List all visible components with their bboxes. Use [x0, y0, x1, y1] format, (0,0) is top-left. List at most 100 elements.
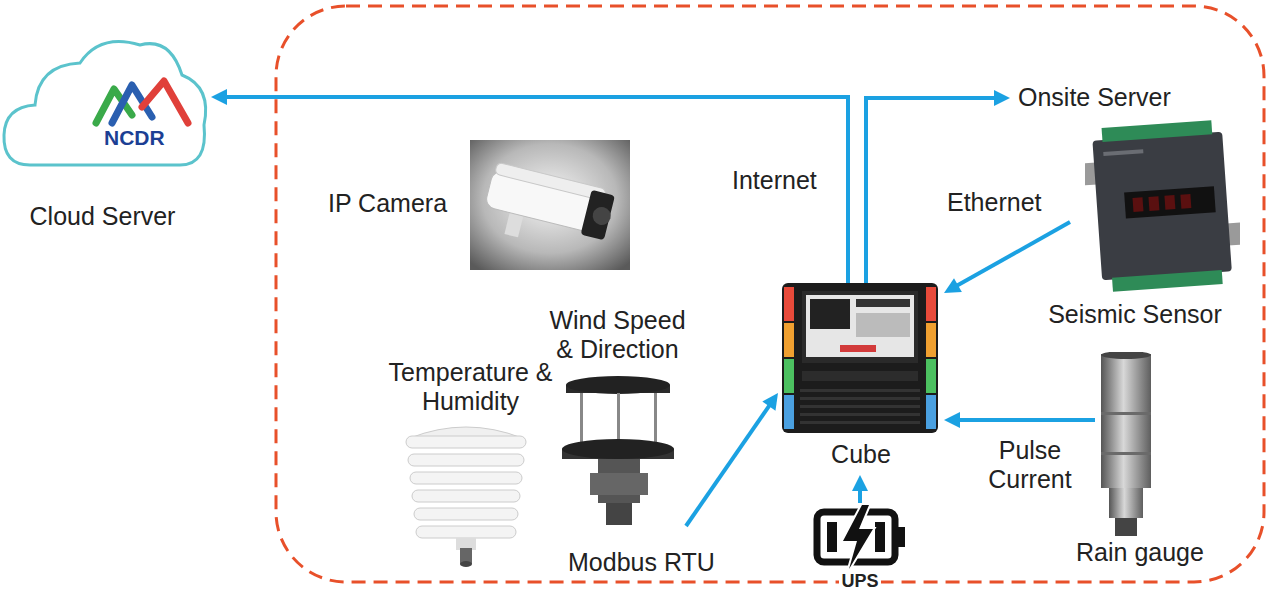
- thermo-shield-illustration-part: [460, 561, 472, 567]
- connector-arrow: [211, 89, 848, 283]
- sensor-node: Seismic Sensor: [1030, 118, 1240, 331]
- arrow-head: [762, 393, 778, 411]
- text-slot: Cube: [780, 440, 942, 469]
- node-label: IP Camera: [328, 189, 447, 218]
- cloud-illustration-part: [4, 42, 206, 165]
- text-slot: Pulse Current: [980, 436, 1080, 494]
- seismic-illustration-part: [1180, 194, 1191, 209]
- battery-illustration-part: [875, 522, 885, 552]
- text-slot: Wind Speed & Direction: [545, 306, 690, 364]
- seismic-illustration-part: [1112, 270, 1223, 292]
- cube-device-illustration-part: [800, 397, 920, 400]
- node-label: Rain gauge: [1076, 538, 1204, 567]
- seismic-illustration-part: [1148, 196, 1159, 211]
- cloud-node: NCDR Cloud Server: [0, 25, 205, 235]
- link-label: Modbus RTU: [566, 548, 717, 577]
- text-slot: IP Camera: [328, 189, 447, 218]
- seismic-illustration-part: [1092, 132, 1231, 281]
- seismic-illustration-part: [1085, 119, 1240, 292]
- node-label: Cube: [831, 440, 891, 469]
- connector-line: [955, 222, 1071, 287]
- seismic-illustration-part: [1164, 195, 1175, 210]
- rain-gauge-illustration-part: [1101, 354, 1151, 398]
- cube-device-illustration-part: [802, 291, 918, 363]
- connector-arrow: [866, 90, 1010, 283]
- thermo-shield-illustration-part: [416, 526, 516, 538]
- camera-node: IP Camera: [320, 135, 635, 275]
- thermo-shield-illustration-part: [412, 490, 520, 502]
- connector-arrow: [944, 412, 1095, 428]
- connector-arrow: [852, 475, 868, 503]
- rain-gauge-illustration-part: [1109, 488, 1143, 518]
- connector-line: [686, 403, 771, 526]
- text-slot: NCDR: [104, 126, 165, 150]
- arrow-head: [211, 89, 227, 105]
- cube-device-illustration-part: [800, 421, 920, 424]
- cube-device-illustration-part: [926, 395, 936, 429]
- anemometer-illustration-part: [606, 503, 632, 525]
- camera-illustration-part: [479, 162, 617, 258]
- rain-gauge-illustration-part: [1101, 452, 1151, 455]
- cloud-illustration: [0, 25, 215, 175]
- rain-gauge-illustration-part: [1101, 398, 1151, 488]
- connector-arrow: [686, 393, 778, 526]
- text-slot: Ethernet: [945, 188, 1044, 217]
- text-slot: Cloud Server: [0, 202, 205, 231]
- cube-device-illustration-part: [856, 313, 910, 337]
- text-slot: Internet: [730, 166, 819, 195]
- camera-illustration-part: [581, 190, 615, 240]
- battery-illustration: [812, 505, 908, 569]
- connector-line: [956, 418, 1095, 422]
- anemometer-illustration-part: [566, 376, 670, 394]
- thermo-shield-illustration-part: [410, 472, 522, 484]
- controller-node: Cube: [780, 283, 942, 473]
- cube-device-illustration-part: [784, 359, 794, 393]
- rain-gauge-illustration: [1095, 352, 1160, 538]
- node-label: Onsite Server: [1018, 83, 1171, 112]
- cube-device-illustration-part: [926, 359, 936, 393]
- cube-device-illustration-part: [810, 299, 850, 329]
- seismic-illustration-part: [1133, 197, 1144, 212]
- battery-illustration-part: [843, 505, 873, 569]
- rain-gauge-illustration-part: [1115, 518, 1137, 536]
- arrow-head: [944, 278, 962, 293]
- cube-device-illustration-part: [800, 405, 920, 408]
- dashed-region: [276, 6, 1264, 582]
- node-label: UPS: [839, 571, 880, 592]
- logo-text: NCDR: [104, 126, 165, 150]
- cube-device-illustration-part: [800, 413, 920, 416]
- anemometer-illustration: [560, 375, 678, 531]
- cloud-illustration-part: [142, 81, 188, 123]
- cube-device-illustration-part: [806, 295, 914, 357]
- link-label: Pulse Current: [980, 436, 1080, 494]
- sensor-node: Rain gauge: [1065, 352, 1215, 570]
- arrow-head: [994, 90, 1010, 106]
- node-label: Seismic Sensor: [1048, 300, 1222, 329]
- cube-device-illustration-part: [802, 371, 918, 381]
- cube-device-illustration-part: [840, 345, 876, 352]
- anemometer-illustration-part: [590, 473, 648, 495]
- node-label: Cloud Server: [30, 202, 176, 231]
- sensor-node: Wind Speed & Direction: [535, 306, 700, 534]
- sensor-node: Temperature & Humidity: [370, 358, 570, 570]
- node-label: Temperature & Humidity: [378, 358, 563, 416]
- text-slot: Seismic Sensor: [1030, 300, 1240, 329]
- seismic-illustration-part: [1103, 149, 1143, 156]
- power-node: UPS: [812, 505, 908, 594]
- link-label: Internet: [730, 166, 819, 195]
- server-node: Onsite Server: [1012, 82, 1197, 114]
- thermo-shield-illustration-part: [406, 436, 526, 448]
- battery-illustration-part: [896, 527, 905, 547]
- text-slot: Onsite Server: [1018, 83, 1171, 112]
- cube-device-illustration-part: [926, 287, 936, 321]
- anemometer-illustration-part: [580, 393, 583, 449]
- cube-device-illustration-part: [784, 323, 794, 357]
- text-slot: Rain gauge: [1065, 538, 1215, 567]
- rain-gauge-illustration-part: [1101, 412, 1151, 415]
- thermo-shield-illustration-part: [408, 454, 524, 466]
- link-label: Ethernet: [945, 188, 1044, 217]
- cube-device-illustration-part: [784, 287, 794, 321]
- camera-illustration: [470, 140, 630, 270]
- text-slot: Modbus RTU: [566, 548, 717, 577]
